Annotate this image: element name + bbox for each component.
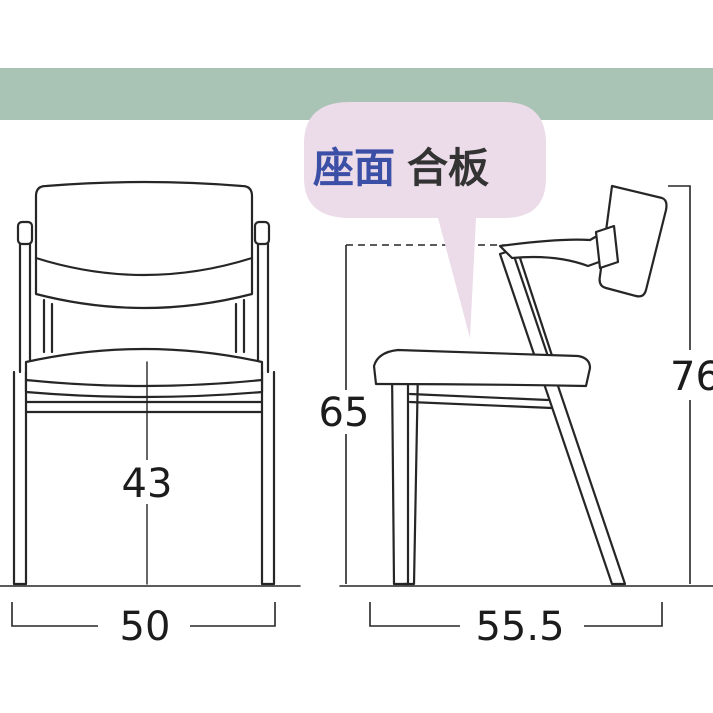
side-rear-frame [498,248,627,586]
front-left-arm-post [18,224,32,374]
side-stretcher [408,392,554,410]
callout-bubble [304,102,546,338]
side-front-leg [390,366,410,586]
depth-bracket-right [584,602,663,627]
front-backrest [34,180,254,310]
front-right-arm-cap [253,220,271,246]
front-seat-front-edge [24,378,264,388]
depth-dimension [369,602,663,627]
front-right-arm-post [256,224,270,374]
side-view-chair [339,184,713,587]
front-stretcher [24,400,264,414]
width-label: 50 [120,604,171,650]
front-seat [24,347,264,399]
seat-height-label-bg [116,460,178,504]
total-height-label-bg [666,352,713,396]
seat-height-label: 43 [122,461,173,507]
side-backrest [598,184,668,298]
total-height-label: 76 [670,354,713,400]
callout-text: 座面合板 [313,144,489,192]
depth-label: 55.5 [475,604,564,650]
callout-material: 合板 [407,144,489,192]
front-backrest-edge [34,256,254,277]
front-view-chair [0,180,301,587]
width-bracket-left [11,602,98,627]
front-right-leg [260,370,276,586]
total-height-dimension [668,185,691,584]
depth-bracket-left [369,602,460,627]
front-left-leg [12,370,28,586]
arm-height-label: 65 [319,390,370,436]
arm-height-label-bg [318,390,372,434]
front-left-arm-cap [16,220,34,246]
width-bracket-right [190,602,276,627]
width-dimension [11,602,276,627]
side-backrest-mount [594,224,620,270]
callout-keyword: 座面 [313,144,395,192]
total-height-bracket-top [668,185,691,350]
front-backrest-supports [42,298,246,354]
side-seat [372,348,592,388]
